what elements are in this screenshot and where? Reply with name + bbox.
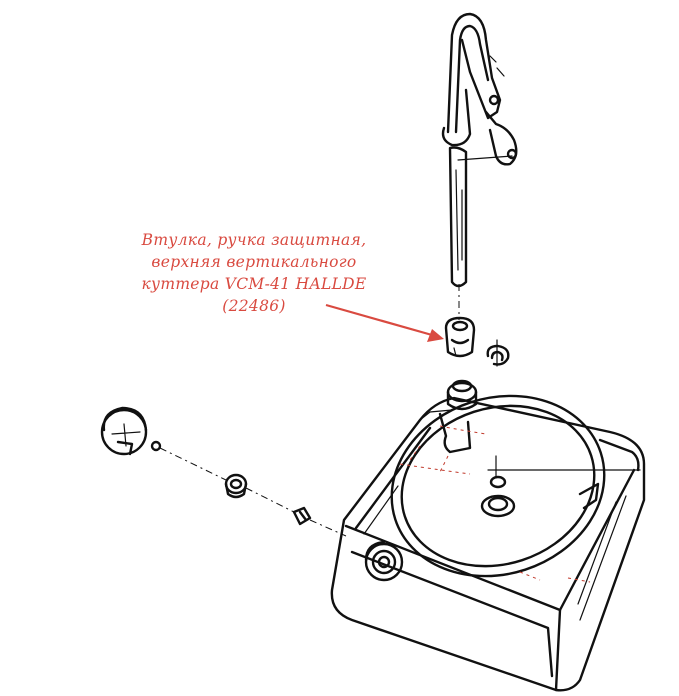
part-callout-label: Втулка, ручка защитная, верхняя вертикал… — [120, 229, 388, 317]
side-axis-line — [159, 447, 347, 537]
side-pin — [292, 506, 312, 526]
side-nut — [224, 473, 248, 499]
retaining-ring — [486, 339, 510, 367]
lower-bushing — [446, 379, 478, 411]
callout-arrow — [325, 303, 444, 342]
callout-line-4: (22486) — [222, 297, 286, 315]
vertical-rod — [448, 146, 513, 320]
callout-line-3: куттера VCM-41 HALLDE — [141, 275, 367, 293]
handle-lever — [441, 12, 518, 166]
side-dial — [100, 406, 162, 456]
callout-line-2: верхняя вертикального — [151, 253, 357, 271]
cutter-base — [330, 394, 646, 692]
callout-line-1: Втулка, ручка защитная, — [141, 231, 367, 249]
protective-sleeve — [444, 316, 476, 358]
